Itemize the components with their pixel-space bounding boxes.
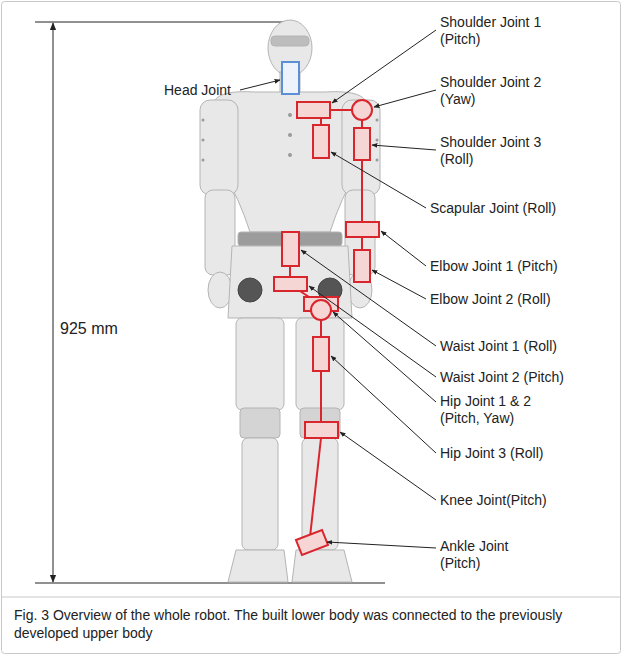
joint-label: Shoulder Joint 2 (Yaw): [440, 74, 565, 108]
caption-rule: [2, 597, 621, 598]
joint-label: Waist Joint 2 (Pitch): [440, 369, 564, 386]
joint-label: Knee Joint(Pitch): [440, 492, 547, 509]
joint-label: Shoulder Joint 3 (Roll): [440, 134, 565, 168]
joint-label: Elbow Joint 1 (Pitch): [430, 258, 558, 275]
head-joint-marker: [282, 62, 299, 94]
figure-caption: Fig. 3 Overview of the whole robot. The …: [14, 606, 608, 642]
joint-markers: [274, 100, 379, 555]
joint-label: Scapular Joint (Roll): [430, 200, 556, 217]
joint-label: Waist Joint 1 (Roll): [440, 338, 557, 355]
joint-label: Elbow Joint 2 (Roll): [430, 291, 551, 308]
joint-label: Ankle Joint (Pitch): [440, 538, 535, 572]
dimension-label: 925 mm: [60, 320, 118, 337]
robot-body: [200, 20, 380, 582]
joint-label: Head Joint: [164, 82, 231, 99]
kinematic-chain: [290, 110, 362, 537]
joint-label: Shoulder Joint 1 (Pitch): [440, 14, 565, 48]
leader-lines: [240, 30, 436, 548]
body-rivets: [202, 113, 379, 162]
joint-label: Hip Joint 3 (Roll): [440, 445, 543, 462]
joint-label: Hip Joint 1 & 2 (Pitch, Yaw): [440, 393, 565, 427]
